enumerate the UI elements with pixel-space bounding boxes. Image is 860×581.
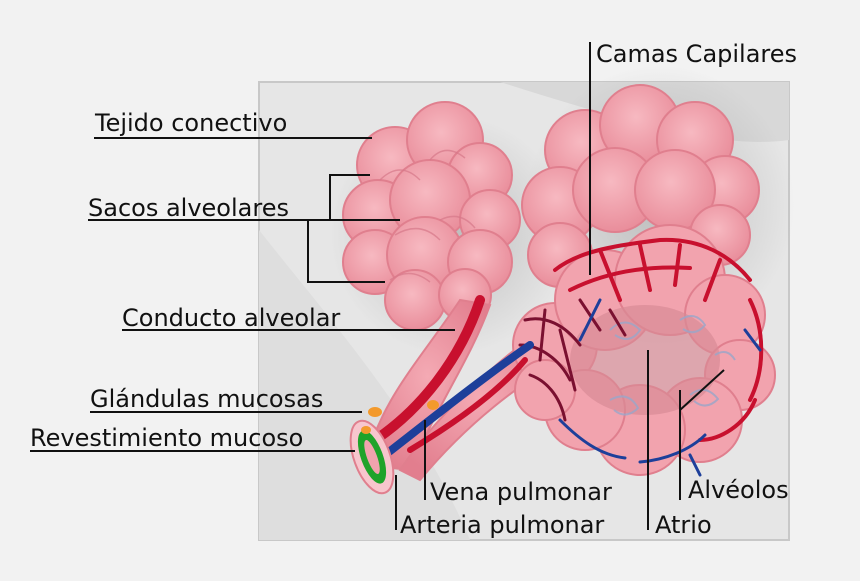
label-camas-capilares: Camas Capilares <box>596 40 797 68</box>
label-arteria-pulmonar: Arteria pulmonar <box>400 511 604 539</box>
label-sacos-alveolares: Sacos alveolares <box>88 194 289 222</box>
label-tejido-conectivo: Tejido conectivo <box>94 109 287 137</box>
label-glandulas-mucosas: Glándulas mucosas <box>90 385 323 413</box>
label-atrio: Atrio <box>655 511 712 539</box>
label-conducto-alveolar: Conducto alveolar <box>122 304 340 332</box>
label-alveolos: Alvéolos <box>688 476 789 504</box>
label-vena-pulmonar: Vena pulmonar <box>430 478 612 506</box>
label-revestimiento-mucoso: Revestimiento mucoso <box>30 424 303 452</box>
